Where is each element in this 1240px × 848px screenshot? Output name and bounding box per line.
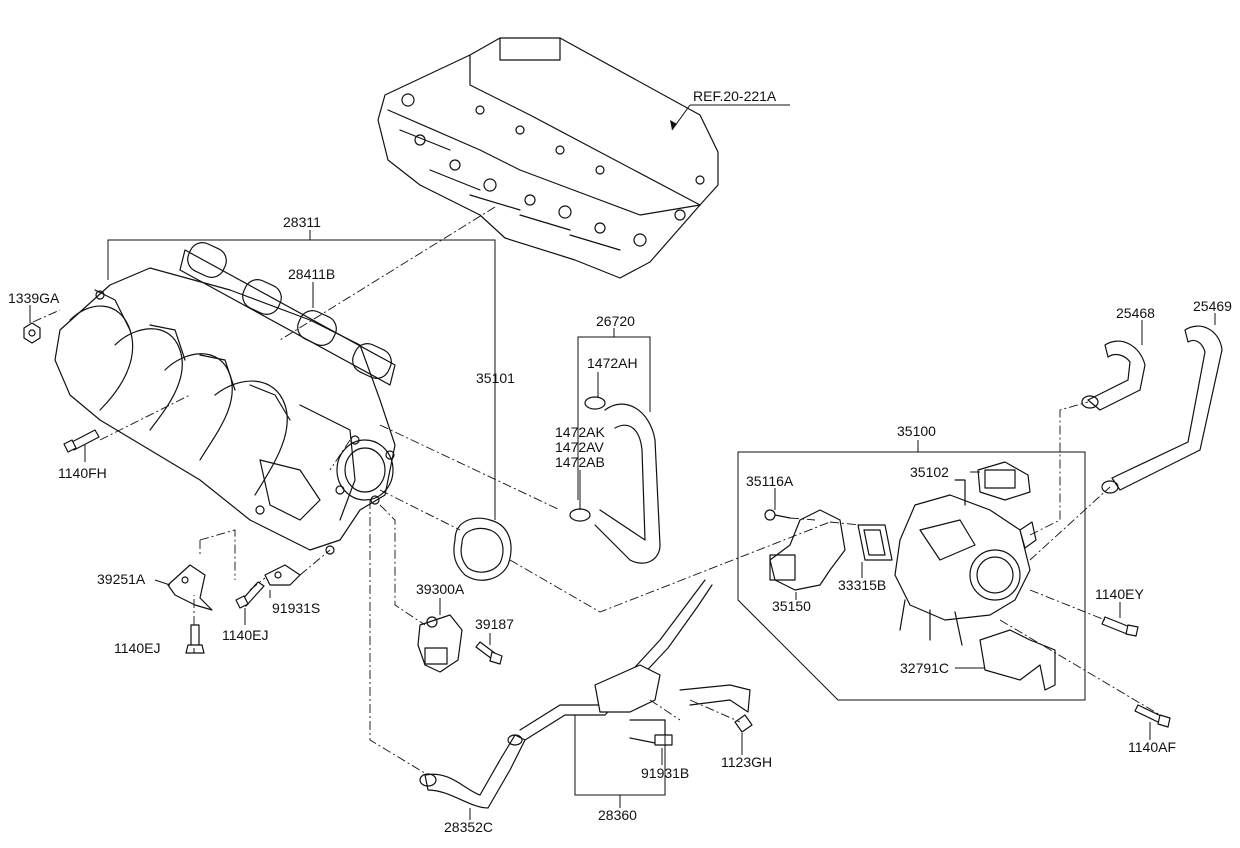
throttle-body-illustration (894, 479, 1037, 646)
part-label-91931S: 91931S (272, 600, 320, 616)
pipe-28360-illustration (519, 579, 751, 746)
assembly-lines (32, 206, 1161, 776)
part-label-35102: 35102 (910, 464, 949, 480)
part-label-1123GH: 1123GH (721, 754, 772, 770)
reference-label: REF.20-221A (693, 88, 777, 104)
part-label-26720: 26720 (596, 313, 635, 329)
intake-manifold-illustration (54, 267, 396, 555)
bolt-39187-illustration (475, 641, 503, 665)
bolt-1123GH-illustration (734, 714, 753, 733)
part-label-1472AH: 1472AH (587, 355, 638, 371)
part-label-25469: 25469 (1193, 298, 1232, 314)
part-labels: 28311 28411B 1339GA 1140FH 35101 26720 1… (8, 214, 1232, 835)
bolt-1140EJ-upper-illustration (235, 581, 265, 609)
part-label-1140AF: 1140AF (1128, 739, 1176, 755)
gasket-33315B-illustration (857, 524, 893, 561)
part-label-1140EY: 1140EY (1095, 586, 1144, 602)
part-label-35100: 35100 (897, 423, 936, 439)
bracket-39251A-illustration (167, 564, 213, 611)
bolt-1140FH-illustration (63, 429, 100, 453)
part-label-1472AV: 1472AV (555, 439, 604, 455)
clip-91931B-illustration (654, 734, 673, 746)
part-label-25468: 25468 (1116, 305, 1155, 321)
part-label-28411B: 28411B (288, 266, 335, 282)
hose-25468-illustration (1081, 340, 1146, 411)
part-label-35150: 35150 (772, 598, 811, 614)
map-sensor-39300A-illustration (417, 614, 463, 673)
part-label-35116A: 35116A (746, 473, 794, 489)
idle-valve-35150-illustration (769, 509, 846, 591)
bolt-1140AF-illustration (1134, 704, 1171, 728)
part-label-28311: 28311 (283, 214, 321, 230)
part-label-91931B: 91931B (641, 765, 689, 781)
bolt-1140EJ-lower-illustration (185, 624, 205, 654)
hose-28352C-illustration (419, 734, 526, 809)
reference-callout: REF.20-221A (670, 88, 790, 131)
bracket-32791C-illustration (979, 629, 1056, 691)
bolt-1140EY-illustration (1101, 616, 1139, 637)
throttle-body-assembly-box (737, 451, 1086, 701)
cylinder-head-illustration (377, 37, 719, 279)
throttle-gasket-illustration (453, 517, 512, 581)
part-label-39300A: 39300A (416, 581, 465, 597)
part-label-28360: 28360 (598, 807, 637, 823)
part-label-39187: 39187 (475, 616, 514, 632)
hose-25469-illustration (1101, 325, 1223, 494)
part-label-1472AK: 1472AK (555, 424, 605, 440)
part-label-39251A: 39251A (97, 571, 146, 587)
part-label-33315B: 33315B (838, 577, 886, 593)
hose-26720-illustration (569, 396, 661, 564)
part-label-1140FH: 1140FH (58, 465, 107, 481)
bolt-35116A-illustration (764, 509, 791, 521)
manifold-gasket-illustration (179, 242, 396, 386)
part-label-32791C: 32791C (900, 660, 949, 676)
nut-1339GA-illustration (23, 322, 41, 344)
part-label-1339GA: 1339GA (8, 290, 60, 306)
part-label-1472AB: 1472AB (555, 454, 605, 470)
tps-sensor-35102-illustration (977, 461, 1031, 501)
part-label-28352C: 28352C (444, 819, 493, 835)
part-label-1140EJ-lower: 1140EJ (114, 640, 160, 656)
part-label-35101: 35101 (476, 370, 515, 386)
leader-lines (29, 230, 1216, 820)
bracket-91931S-illustration (264, 564, 301, 586)
part-label-1140EJ-upper: 1140EJ (222, 627, 268, 643)
